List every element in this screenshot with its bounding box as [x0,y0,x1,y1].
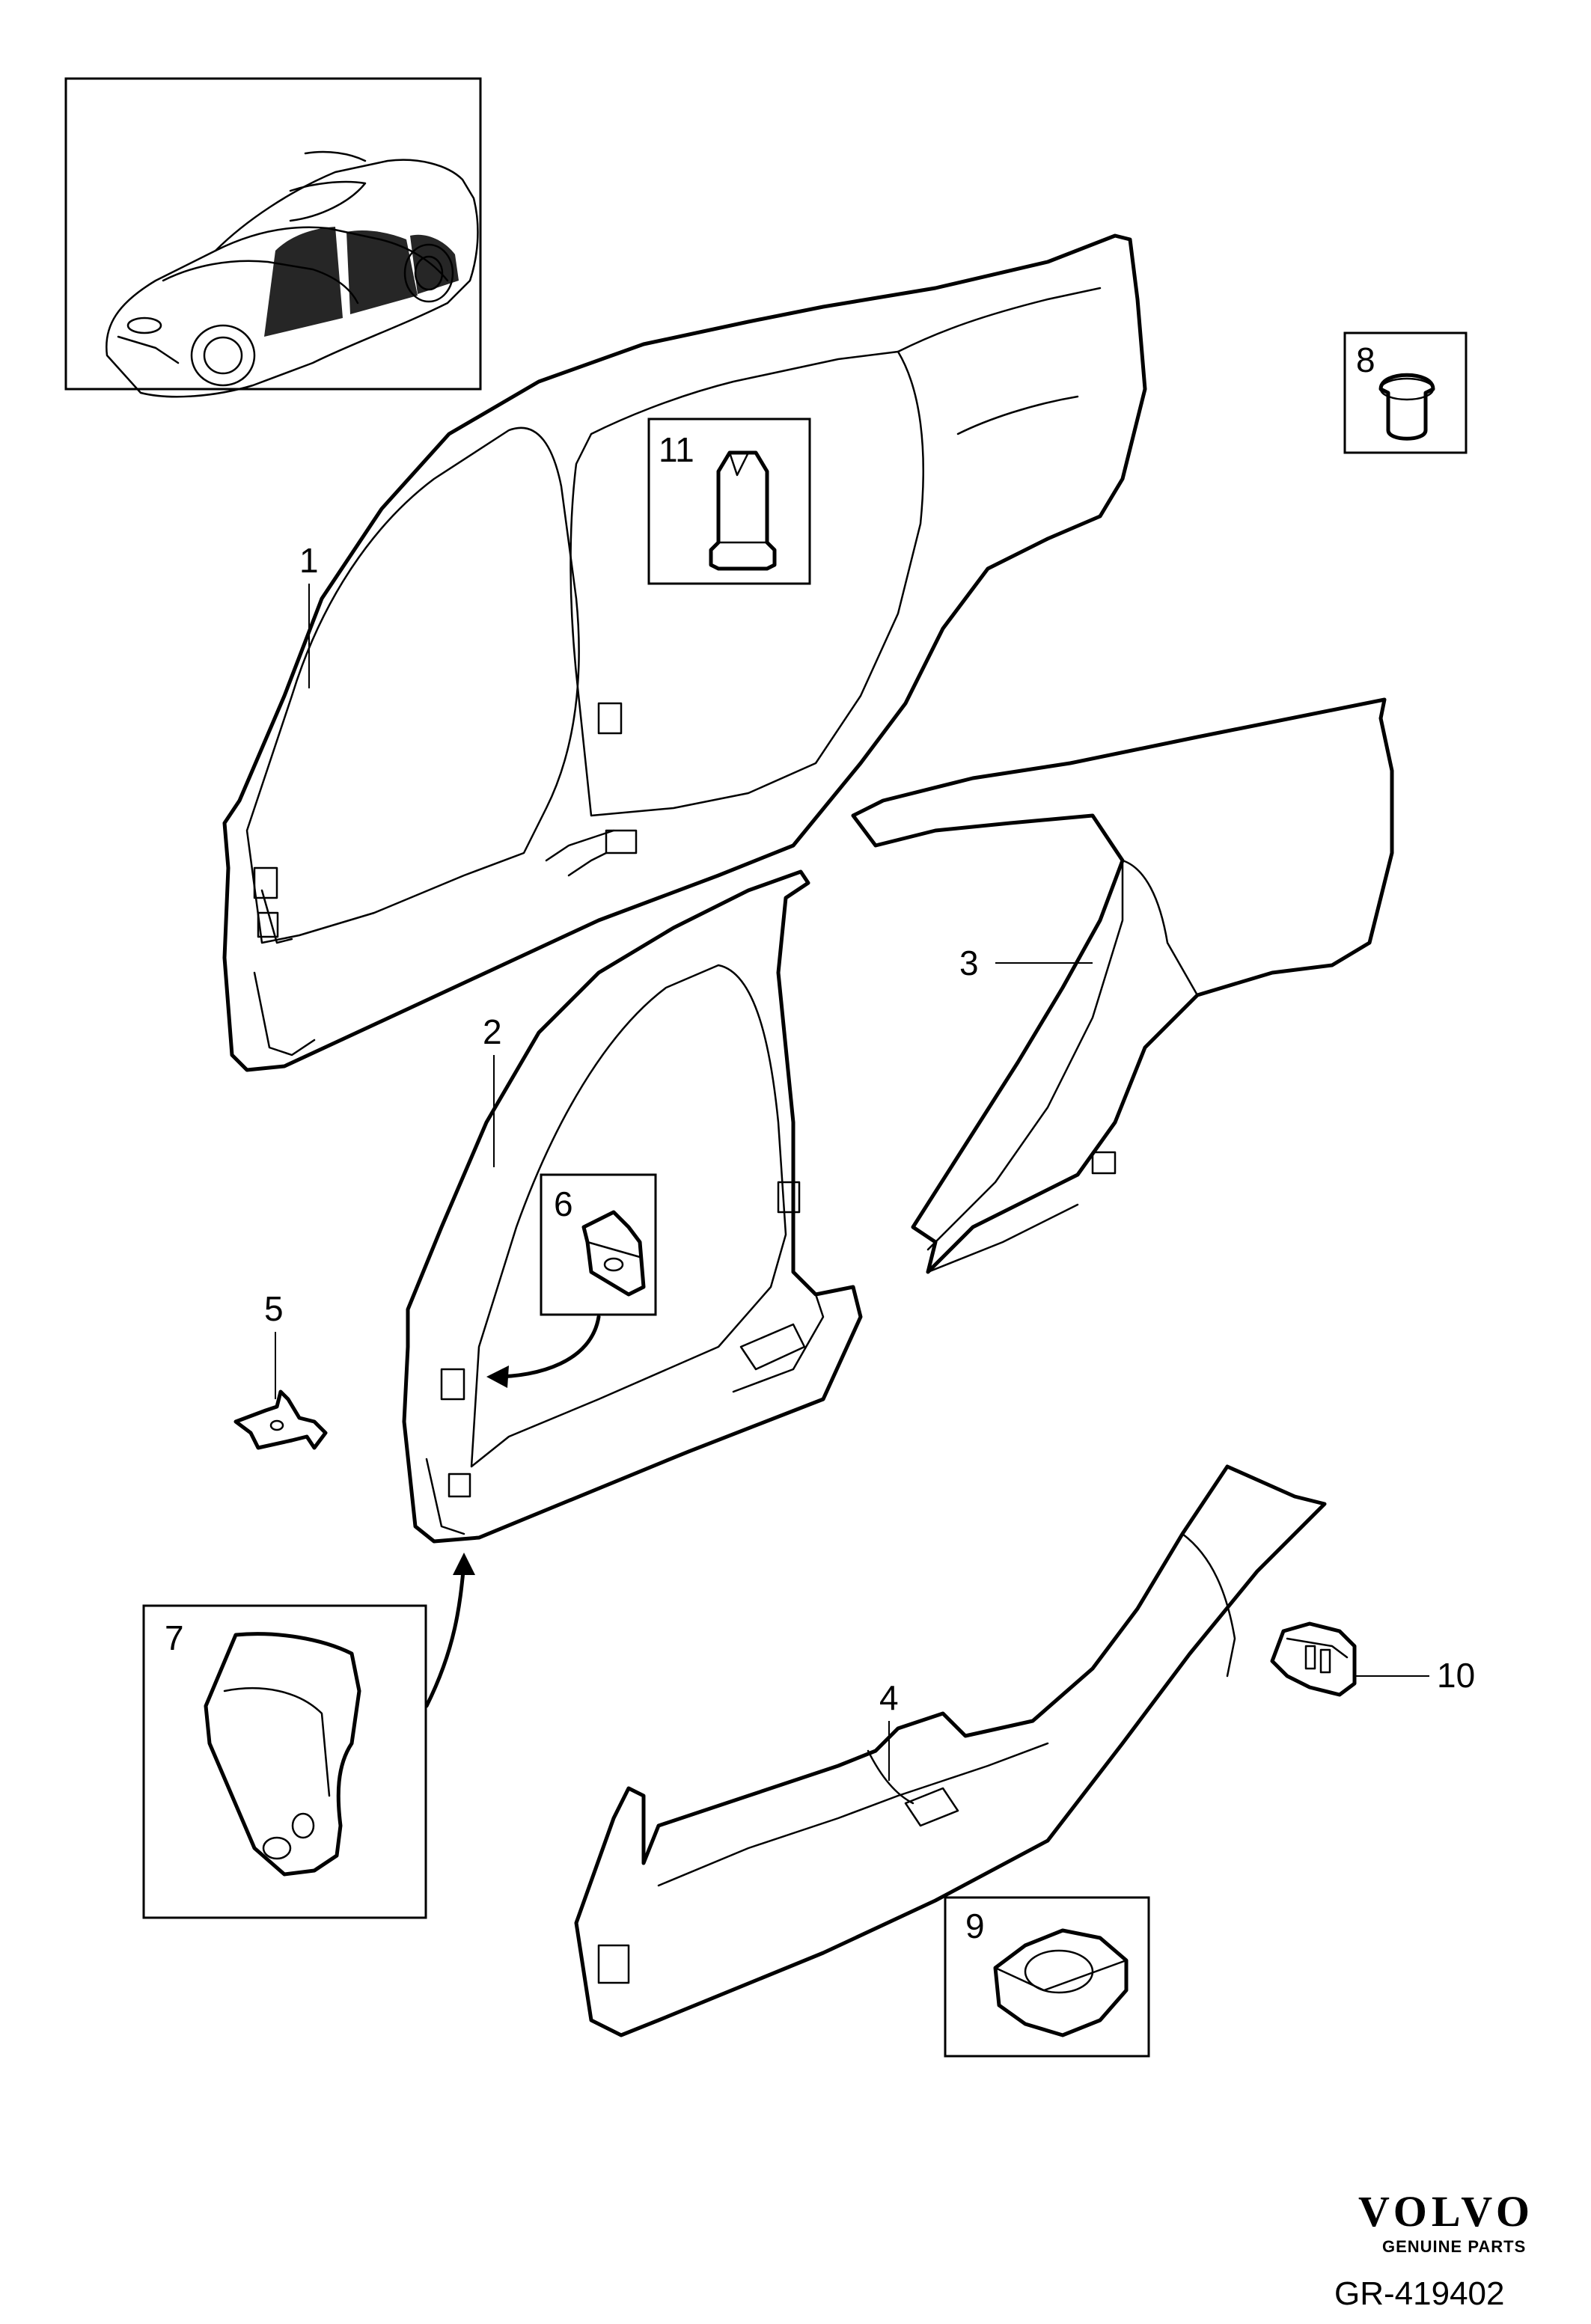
callout-7: 7 [165,1618,184,1657]
callout-5: 5 [264,1289,284,1328]
volvo-branding: VOLVO GENUINE PARTS [1358,2187,1534,2256]
part-4-sill [574,1464,1327,2037]
part-5-bracket [233,1389,328,1450]
car-overview-inset [64,77,482,398]
detail-arrows [424,1315,601,1708]
callout-6: 6 [554,1184,573,1223]
callout-10: 10 [1437,1656,1475,1695]
detail-box-7 [142,1604,427,1919]
reference-code: GR-419402 [1334,2275,1504,2312]
callout-11: 11 [659,430,694,469]
part-3-rear-quarter [851,697,1394,1274]
detail-box-11 [647,418,811,585]
callout-1: 1 [299,541,319,580]
callout-4: 4 [879,1678,899,1717]
callout-3: 3 [959,944,979,982]
part-1-side-panel [222,233,1147,1072]
detail-box-8 [1343,331,1468,454]
genuine-parts-tagline: GENUINE PARTS [1382,2237,1526,2256]
leader-lines [275,584,1429,1781]
part-2-front-side-frame [402,869,863,1544]
callout-labels: 1 2 3 4 5 6 7 8 9 10 11 [165,340,1475,1945]
part-10-hinge-bracket [1270,1621,1357,1697]
volvo-logo: VOLVO [1358,2187,1534,2236]
callout-8: 8 [1356,340,1375,379]
detail-box-9 [944,1896,1150,2058]
callout-9: 9 [965,1906,985,1945]
callout-2: 2 [483,1012,502,1051]
detail-box-6 [540,1173,657,1316]
